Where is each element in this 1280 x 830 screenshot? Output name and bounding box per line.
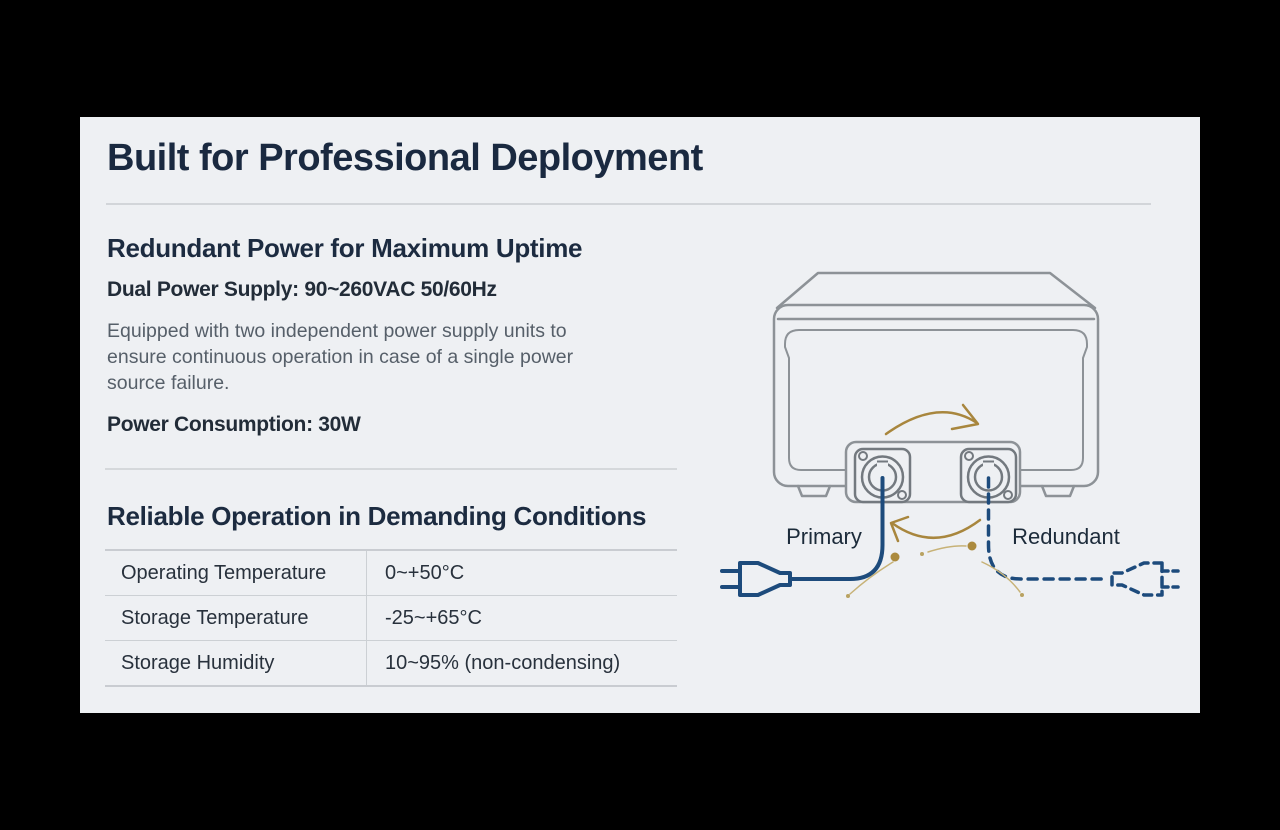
spec-value: -25~+65°C xyxy=(385,606,482,629)
arrow-head-icon xyxy=(889,515,910,543)
power-section-heading: Redundant Power for Maximum Uptime xyxy=(107,233,583,263)
device-outline-illustration xyxy=(772,271,1100,504)
spark-dot xyxy=(890,552,900,562)
redundant-power-diagram xyxy=(720,271,1180,598)
spark-dot-small xyxy=(1020,593,1024,597)
conditions-spec-table: Operating Temperature 0~+50°C Storage Te… xyxy=(105,549,677,687)
power-description-line-1: Equipped with two independent power supp… xyxy=(107,320,567,342)
slide-canvas: Built for Professional Deployment Redund… xyxy=(80,117,1200,713)
dual-power-supply-spec: Dual Power Supply: 90~260VAC 50/60Hz xyxy=(107,278,497,301)
screw-icon xyxy=(897,490,907,500)
spec-value: 0~+50°C xyxy=(385,561,465,584)
spec-value: 10~95% (non-condensing) xyxy=(385,651,621,674)
power-description-line-2: ensure continuous operation in case of a… xyxy=(107,346,574,368)
spec-label: Operating Temperature xyxy=(105,551,367,595)
primary-port-label: Primary xyxy=(786,524,862,549)
device-foot-right xyxy=(1040,484,1076,498)
primary-cable xyxy=(790,476,885,581)
table-row: Storage Humidity 10~95% (non-condensing) xyxy=(105,640,677,685)
spark-dot-small xyxy=(920,552,924,556)
power-consumption-spec: Power Consumption: 30W xyxy=(107,413,361,436)
power-description-line-3: source failure. xyxy=(107,372,230,394)
table-row: Storage Temperature -25~+65°C xyxy=(105,595,677,640)
failover-arrow-left xyxy=(890,518,982,540)
arrow-head-icon xyxy=(950,403,980,431)
redundant-port-label: Redundant xyxy=(1012,524,1120,549)
failover-arrow-right xyxy=(884,411,979,436)
title-divider xyxy=(106,203,1151,205)
spec-label: Storage Temperature xyxy=(105,596,367,640)
spec-label: Storage Humidity xyxy=(105,641,367,685)
page-title: Built for Professional Deployment xyxy=(107,137,703,179)
primary-cable-and-plug xyxy=(720,476,885,597)
section-divider xyxy=(105,468,677,470)
screw-icon xyxy=(964,451,974,461)
device-front-panel xyxy=(784,329,1088,471)
conditions-section-heading: Reliable Operation in Demanding Conditio… xyxy=(107,501,647,531)
spark-trail xyxy=(849,561,894,595)
failover-arrows xyxy=(846,403,1024,598)
redundant-plug-icon xyxy=(1110,561,1164,597)
power-description: Equipped with two independent power supp… xyxy=(107,318,573,396)
spark-dot xyxy=(967,541,977,551)
spark-trail xyxy=(927,545,967,553)
device-foot-left xyxy=(796,484,832,498)
screw-icon xyxy=(1003,490,1013,500)
primary-plug-icon xyxy=(738,561,792,597)
screw-icon xyxy=(858,451,868,461)
spark-trail xyxy=(981,561,1021,593)
table-row: Operating Temperature 0~+50°C xyxy=(105,551,677,595)
spark-dot-small xyxy=(846,594,850,598)
device-lid xyxy=(775,271,1097,310)
